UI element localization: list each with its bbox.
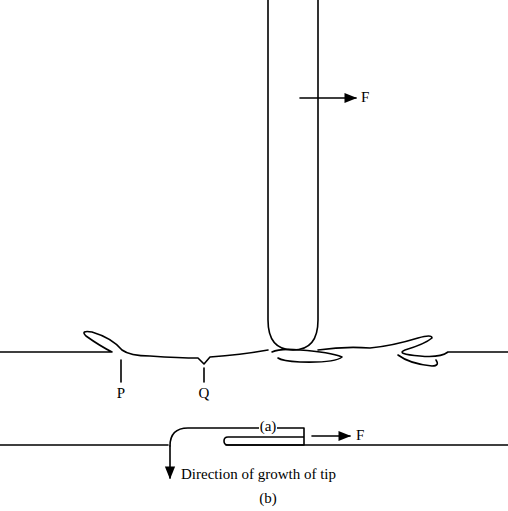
point-label: Q xyxy=(198,385,211,402)
force-label: F xyxy=(355,427,365,444)
growth-arrow xyxy=(169,446,171,478)
panel-label: (b) xyxy=(258,490,278,507)
folded-strip xyxy=(170,428,304,446)
tip-outline xyxy=(268,0,318,350)
force-arrow-b xyxy=(312,435,350,437)
point-label: P xyxy=(116,385,126,402)
leader-p xyxy=(120,360,122,382)
panel-label: (a) xyxy=(259,418,278,435)
surface-right xyxy=(318,336,508,357)
right-curl-lower xyxy=(398,355,437,366)
ploughed-flap xyxy=(272,349,342,362)
force-label: F xyxy=(360,89,370,106)
direction-note: Direction of growth of tip xyxy=(180,466,337,483)
leader-q xyxy=(203,368,205,382)
force-arrow xyxy=(300,97,356,99)
surface-b xyxy=(0,444,168,446)
surface-left xyxy=(0,332,268,365)
